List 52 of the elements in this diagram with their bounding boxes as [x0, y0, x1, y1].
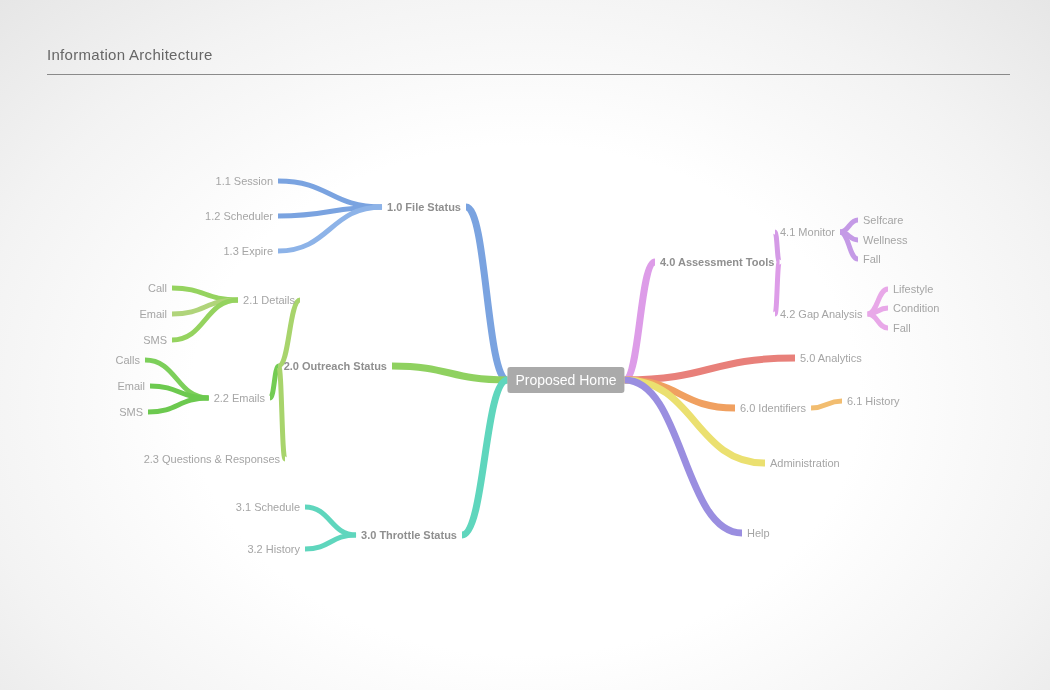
- topic-label: Email: [112, 379, 150, 393]
- root-topic: Proposed Home: [507, 367, 625, 393]
- topic-label: Fall: [858, 252, 886, 266]
- topic-label: Fall: [888, 321, 916, 335]
- page-title: Information Architecture: [47, 46, 213, 63]
- topic-label: 2.3 Questions & Responses: [138, 452, 285, 466]
- topic-label: SMS: [114, 405, 148, 419]
- topic-label: 4.1 Monitor: [775, 225, 841, 239]
- branch-line: [268, 364, 281, 400]
- topic-label: 2.1 Details: [238, 293, 300, 307]
- branch-line: [867, 305, 889, 317]
- topic-label: Condition: [888, 301, 945, 315]
- branch-line: [810, 398, 843, 411]
- topic-label: 2.2 Emails: [208, 391, 270, 405]
- branch-line: [772, 261, 782, 315]
- branch-line: [171, 285, 239, 303]
- topic-label: Administration: [765, 456, 845, 470]
- branch-line: [772, 231, 782, 263]
- topic-label: 3.2 History: [242, 542, 305, 556]
- topic-label: 1.2 Scheduler: [200, 209, 278, 223]
- topic-label: Selfcare: [858, 213, 909, 227]
- topic-label: 1.3 Expire: [218, 244, 278, 258]
- branch-line: [277, 297, 302, 369]
- branch-line: [867, 311, 889, 331]
- branch-line: [623, 376, 743, 537]
- branch-line: [149, 383, 209, 401]
- topic-label: Email: [134, 307, 172, 321]
- branch-line: [171, 297, 239, 343]
- topic-label: 6.0 Identifiers: [735, 401, 812, 415]
- topic-label: SMS: [138, 333, 172, 347]
- topic-label: 3.0 Throttle Status: [356, 528, 462, 542]
- topic-label: Help: [742, 526, 775, 540]
- topic-label: 4.0 Assessment Tools: [655, 255, 780, 269]
- branch-line: [277, 204, 383, 254]
- topic-label: Wellness: [858, 233, 913, 247]
- topic-label: 4.2 Gap Analysis: [775, 307, 868, 321]
- topic-label: 3.1 Schedule: [230, 500, 305, 514]
- branch-line: [839, 229, 859, 262]
- topic-label: 2.0 Outreach Status: [278, 359, 392, 373]
- branch-line: [276, 365, 288, 460]
- topic-label: 6.1 History: [842, 394, 905, 408]
- topic-label: 1.0 File Status: [382, 200, 466, 214]
- branch-line: [460, 376, 510, 539]
- topic-label: Lifestyle: [888, 282, 939, 296]
- branch-line: [147, 395, 209, 415]
- topic-label: Call: [143, 281, 172, 295]
- topic-label: 1.1 Session: [210, 174, 278, 188]
- topic-label: 5.0 Analytics: [795, 351, 867, 365]
- branch-line: [391, 362, 508, 384]
- topic-label: Calls: [110, 353, 145, 367]
- branch-line: [304, 532, 357, 552]
- branch-line: [624, 354, 796, 384]
